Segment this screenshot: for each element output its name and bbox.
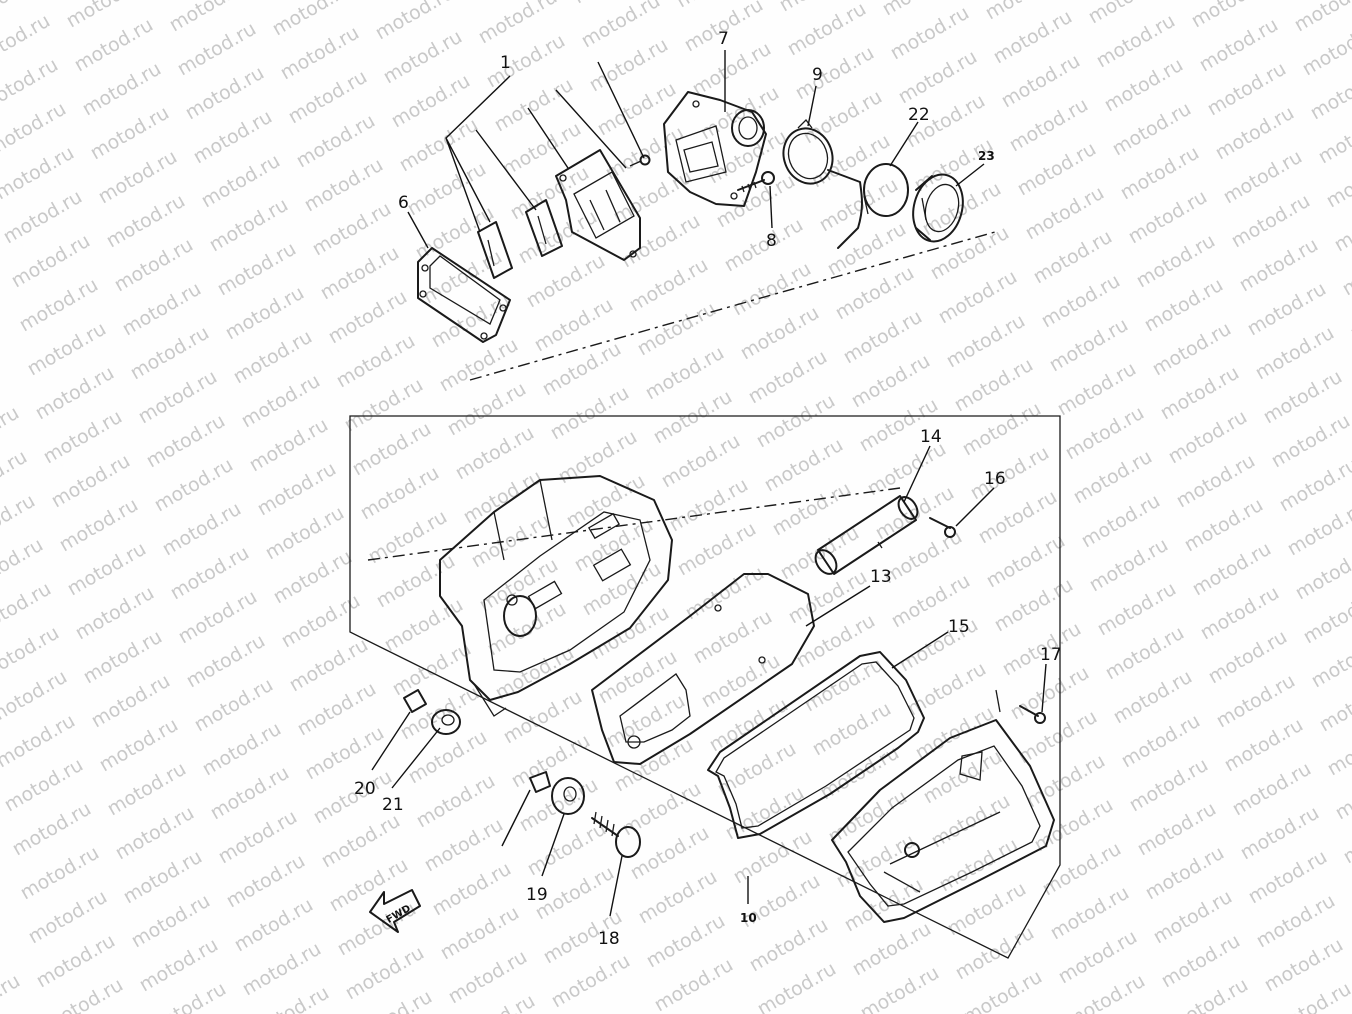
reed-petal-right bbox=[525, 199, 563, 257]
small-screw bbox=[629, 154, 651, 167]
watermark-text: motod.ru bbox=[1291, 0, 1352, 36]
callout-10: 10 bbox=[740, 911, 757, 925]
callout-22: 22 bbox=[908, 105, 930, 125]
watermark-text: motod.ru bbox=[0, 970, 24, 1014]
intake-tube-part-14 bbox=[814, 495, 919, 575]
leader-1 bbox=[445, 61, 645, 233]
leader-8 bbox=[769, 185, 773, 229]
rubber-joint-part-23 bbox=[912, 173, 964, 243]
callout-18: 18 bbox=[598, 929, 620, 949]
washer-part-19 bbox=[551, 777, 585, 815]
callout-1: 1 bbox=[500, 53, 511, 73]
collar-part-20 bbox=[403, 689, 427, 713]
leader-22 bbox=[889, 121, 919, 167]
lower-alignment-line bbox=[367, 487, 901, 561]
leader-19 bbox=[501, 789, 565, 877]
callout-23: 23 bbox=[978, 149, 995, 163]
callout-16: 16 bbox=[984, 469, 1006, 489]
gasket-part-6 bbox=[417, 247, 511, 343]
drain-plug-part-18 bbox=[591, 811, 641, 858]
collar-small bbox=[529, 771, 551, 793]
air-box-case bbox=[439, 475, 673, 717]
leader-23 bbox=[955, 163, 985, 187]
spring-part-22 bbox=[827, 163, 909, 249]
callout-13: 13 bbox=[870, 567, 892, 587]
leader-14 bbox=[903, 445, 931, 503]
callout-20: 20 bbox=[354, 779, 376, 799]
callout-17: 17 bbox=[1040, 645, 1062, 665]
filter-element-part-13 bbox=[591, 573, 815, 765]
callout-6: 6 bbox=[398, 193, 409, 213]
leader-13 bbox=[805, 585, 871, 627]
leader-17 bbox=[1041, 663, 1047, 713]
grommet-part-21 bbox=[431, 709, 461, 735]
upper-alignment-line bbox=[469, 231, 996, 381]
reed-valve-block bbox=[555, 149, 641, 261]
seal-part-15 bbox=[707, 651, 925, 839]
callout-14: 14 bbox=[920, 427, 942, 447]
leader-18 bbox=[609, 855, 623, 917]
bolt-part-8 bbox=[737, 171, 775, 193]
leader-21 bbox=[391, 727, 441, 789]
reed-petal-left bbox=[477, 221, 513, 279]
callout-7: 7 bbox=[718, 29, 729, 49]
leader-6 bbox=[407, 211, 429, 249]
air-box-cover bbox=[831, 689, 1055, 923]
leader-20 bbox=[371, 711, 411, 771]
callout-19: 19 bbox=[526, 885, 548, 905]
lower-bounding-frame bbox=[349, 415, 1061, 959]
callout-9: 9 bbox=[812, 65, 823, 85]
screw-part-17 bbox=[1019, 705, 1046, 724]
callout-15: 15 bbox=[948, 617, 970, 637]
callout-21: 21 bbox=[382, 795, 404, 815]
clamp-part-9 bbox=[782, 119, 834, 185]
leader-15 bbox=[891, 631, 949, 669]
leader-9 bbox=[807, 85, 817, 127]
intake-manifold-part-7 bbox=[663, 91, 767, 207]
leader-16 bbox=[955, 487, 995, 527]
screw-part-16 bbox=[929, 517, 956, 538]
callout-8: 8 bbox=[766, 231, 777, 251]
